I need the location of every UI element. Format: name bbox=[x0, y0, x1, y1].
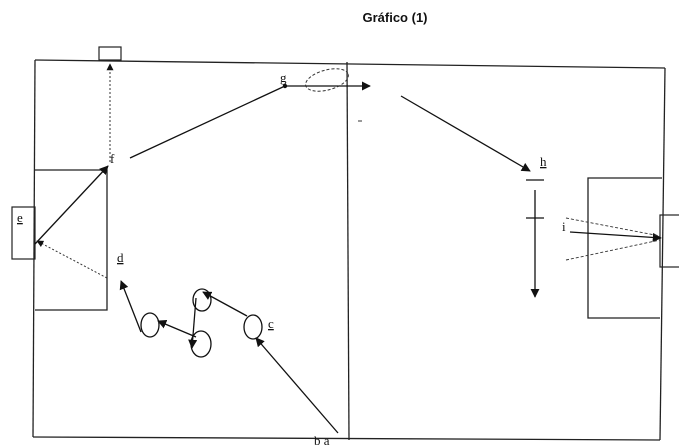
field-left-line bbox=[32, 59, 36, 438]
arrow-e-to-f bbox=[34, 165, 109, 245]
top-marker-box bbox=[98, 46, 122, 61]
label-ba: b a bbox=[314, 433, 330, 445]
ball-zone-ellipse bbox=[305, 68, 349, 92]
field-top-line bbox=[34, 59, 666, 69]
halfway-line bbox=[346, 61, 350, 441]
dotted-pass-d-to-e bbox=[36, 240, 108, 279]
arrow-circle-3-to-circle-1 bbox=[157, 319, 197, 338]
label-i: i bbox=[562, 219, 566, 234]
field-bottom-line bbox=[32, 436, 661, 441]
h-ticks bbox=[526, 179, 544, 219]
arrow-to-h bbox=[400, 95, 531, 172]
movement-arrows bbox=[34, 81, 662, 434]
field-right-line bbox=[659, 67, 666, 441]
dribble-circle-3 bbox=[190, 330, 212, 358]
right-penalty-area bbox=[587, 177, 662, 319]
point-g bbox=[282, 83, 288, 89]
label-e: e bbox=[17, 210, 23, 225]
dribble-circle-2 bbox=[192, 288, 212, 312]
dribble-path bbox=[140, 288, 263, 358]
field-outline bbox=[32, 59, 666, 441]
arrow-b-to-c bbox=[255, 337, 339, 434]
left-penalty-area bbox=[35, 169, 108, 311]
diagram-title: Gráfico (1) bbox=[362, 10, 428, 25]
label-c: c bbox=[268, 316, 274, 331]
shot-fan bbox=[565, 217, 661, 261]
arrow-f-to-g bbox=[129, 85, 286, 159]
label-h: h bbox=[540, 154, 547, 169]
label-g: g bbox=[280, 70, 287, 85]
arrow-circle-1-to-d bbox=[119, 280, 142, 333]
label-f: f bbox=[110, 151, 115, 166]
label-d: d bbox=[117, 250, 124, 265]
arrow-circle-2-to-circle-3 bbox=[188, 297, 198, 349]
dribble-circle-4 bbox=[243, 314, 263, 340]
left-goal bbox=[11, 206, 36, 260]
arrow-i-to-goal bbox=[569, 231, 662, 243]
arrow-c-to-circle-2 bbox=[202, 291, 248, 317]
dribble-circle-1 bbox=[140, 312, 160, 338]
